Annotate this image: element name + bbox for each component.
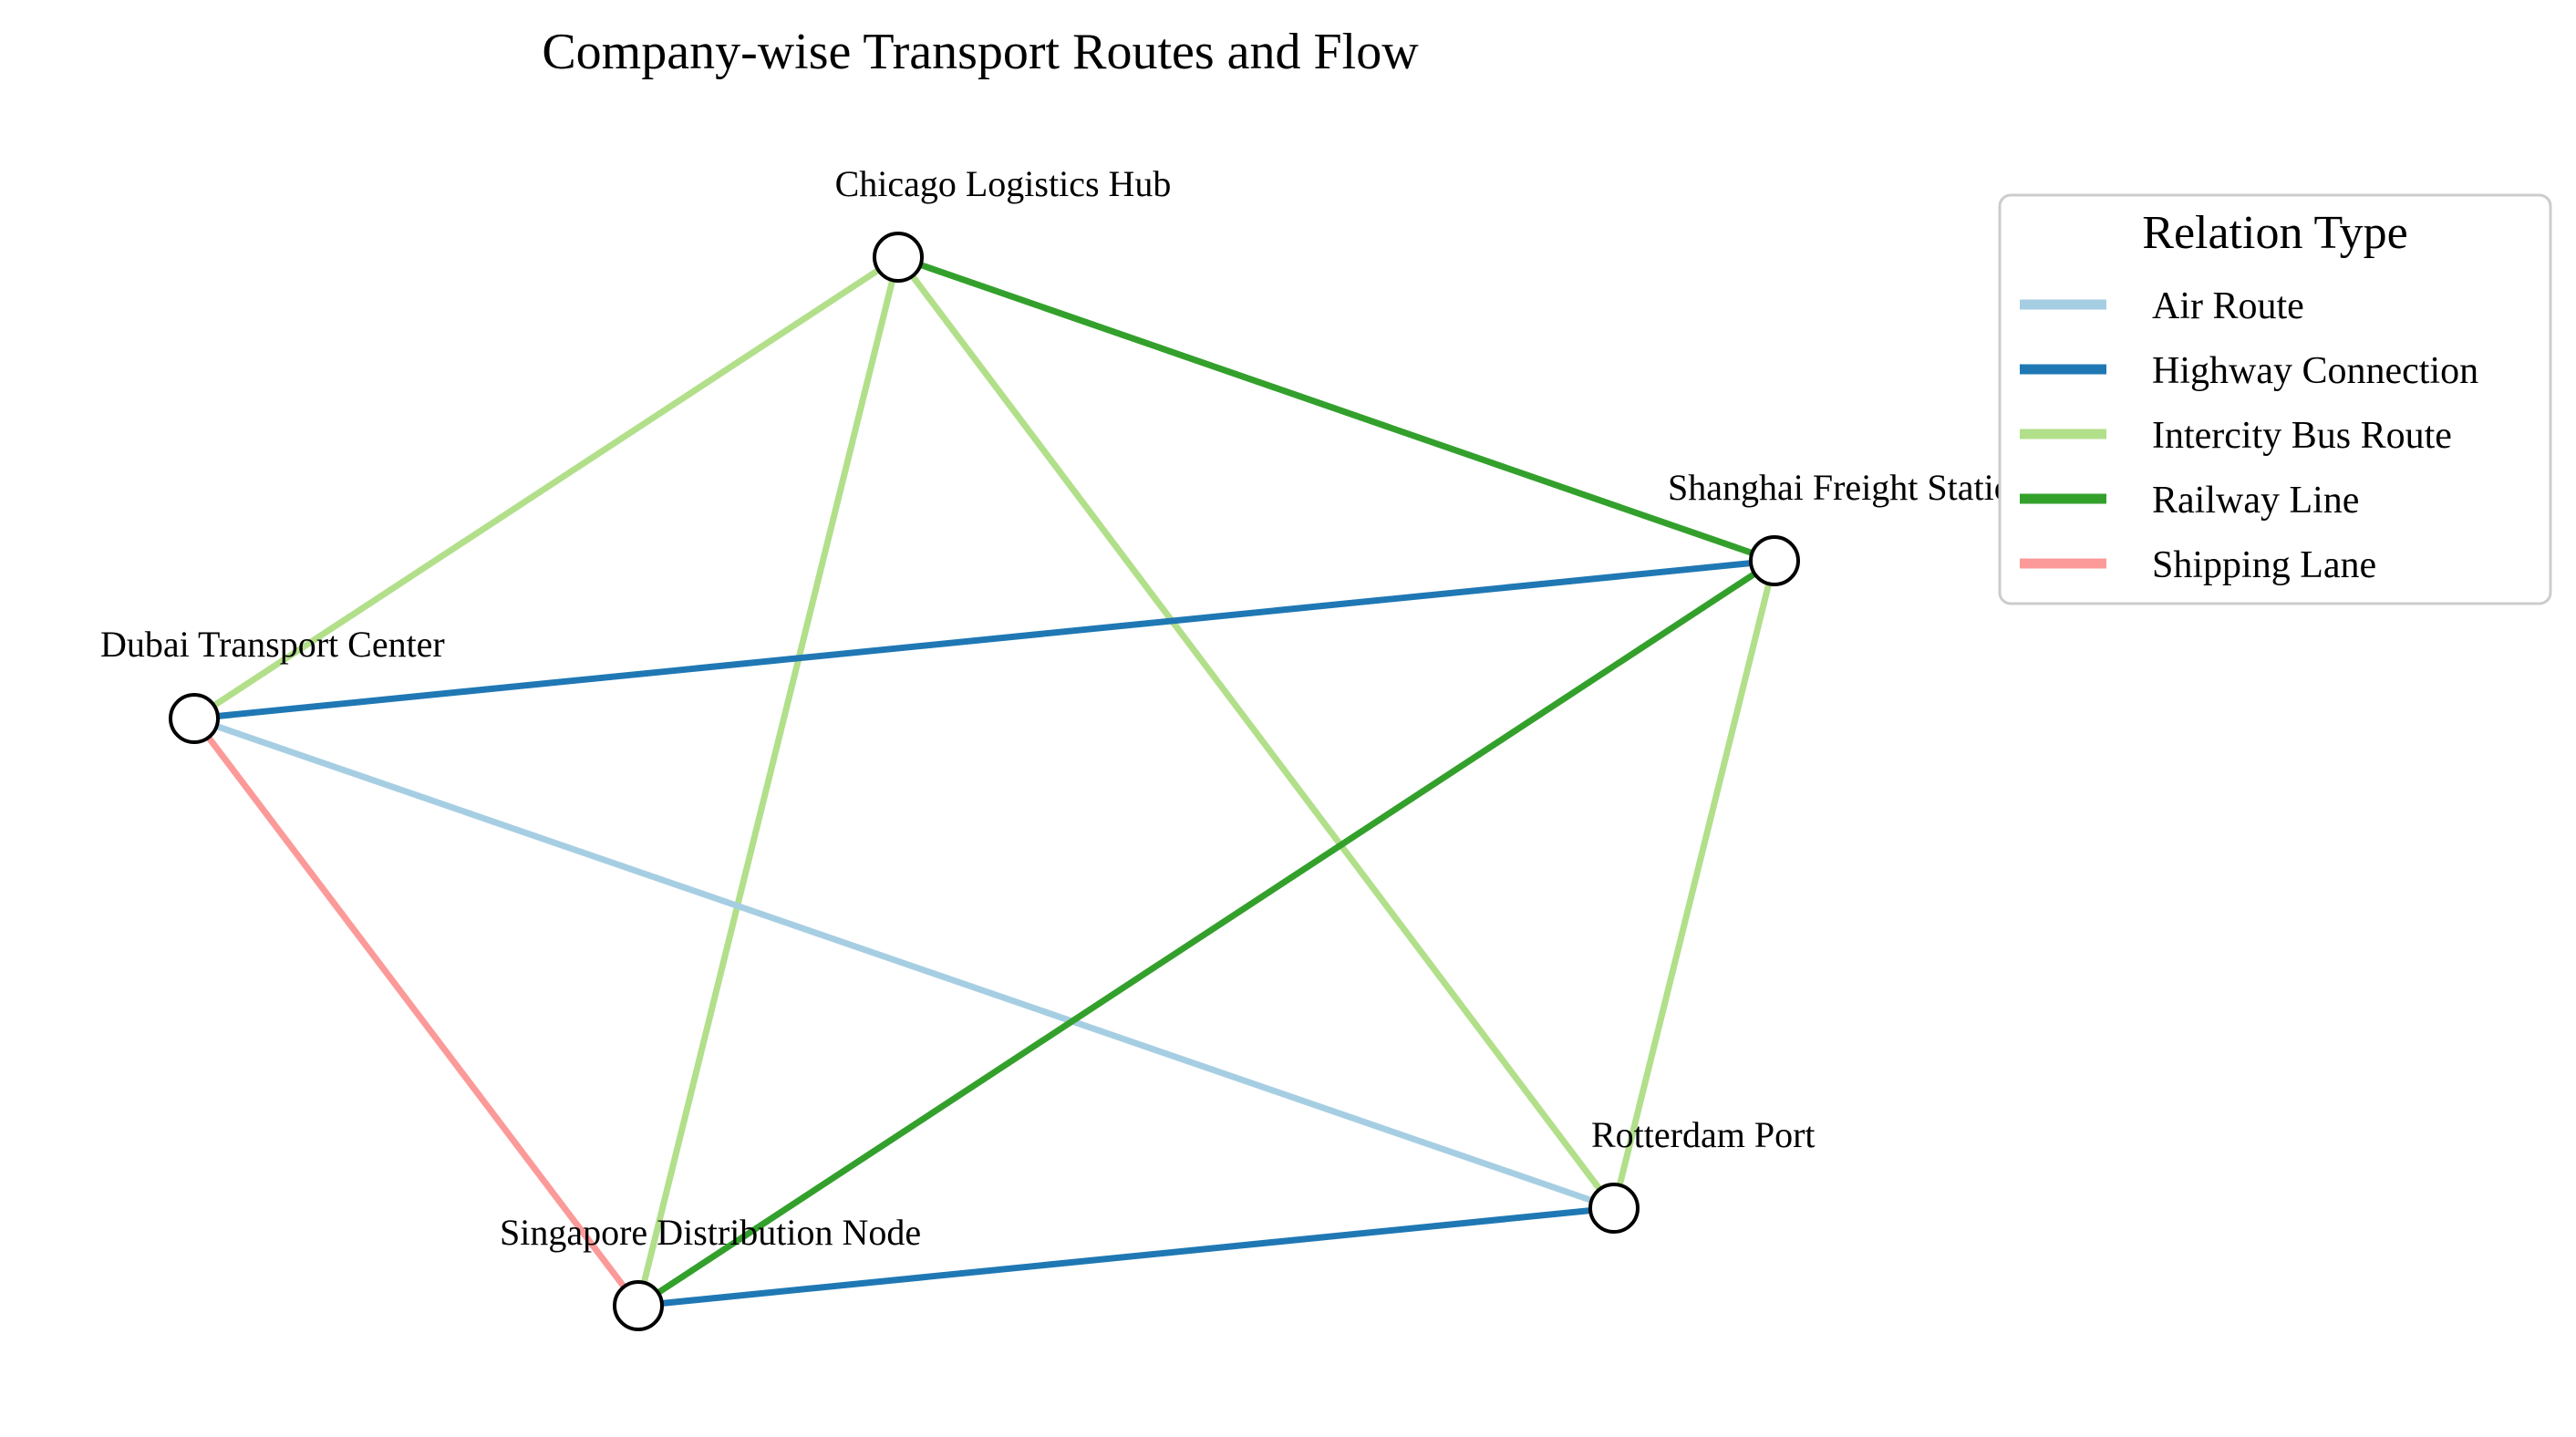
legend-label-intercity-bus-route: Intercity Bus Route (2152, 415, 2452, 457)
legend-label-air-route: Air Route (2152, 285, 2304, 327)
edge-highway-connection-dubai-shanghai (193, 557, 1775, 722)
edge-railway-line-chicago-shanghai (896, 253, 1776, 564)
node-chicago (873, 232, 924, 283)
node-dubai (169, 693, 220, 744)
edge-intercity-bus-route-shanghai-rotterdam (1610, 560, 1778, 1209)
node-shanghai (1749, 535, 1800, 586)
edge-intercity-bus-route-chicago-rotterdam (895, 254, 1617, 1211)
chart-title: Company-wise Transport Routes and Flow (542, 24, 1419, 80)
legend-label-shipping-lane: Shipping Lane (2152, 544, 2376, 586)
node-label-shanghai: Shanghai Freight Station (1668, 467, 2031, 508)
node-label-singapore: Singapore Distribution Node (500, 1212, 921, 1253)
node-label-dubai: Dubai Transport Center (100, 624, 445, 665)
edges-layer (191, 253, 1778, 1309)
legend-frame (1998, 193, 2552, 605)
node-label-chicago: Chicago Logistics Hub (835, 163, 1172, 204)
edge-air-route-dubai-rotterdam (192, 715, 1616, 1212)
node-rotterdam (1588, 1183, 1640, 1234)
edge-shipping-lane-dubai-singapore (191, 716, 641, 1308)
legend-label-railway-line: Railway Line (2152, 480, 2359, 522)
edge-intercity-bus-route-chicago-dubai (192, 254, 900, 721)
edge-railway-line-singapore-shanghai (636, 558, 1776, 1308)
edge-highway-connection-singapore-rotterdam (637, 1204, 1615, 1309)
node-singapore (613, 1280, 664, 1331)
legend-title: Relation Type (2142, 207, 2407, 259)
node-label-rotterdam: Rotterdam Port (1591, 1114, 1816, 1155)
edge-intercity-bus-route-chicago-singapore (635, 256, 902, 1307)
legend-label-highway-connection: Highway Connection (2152, 350, 2478, 392)
